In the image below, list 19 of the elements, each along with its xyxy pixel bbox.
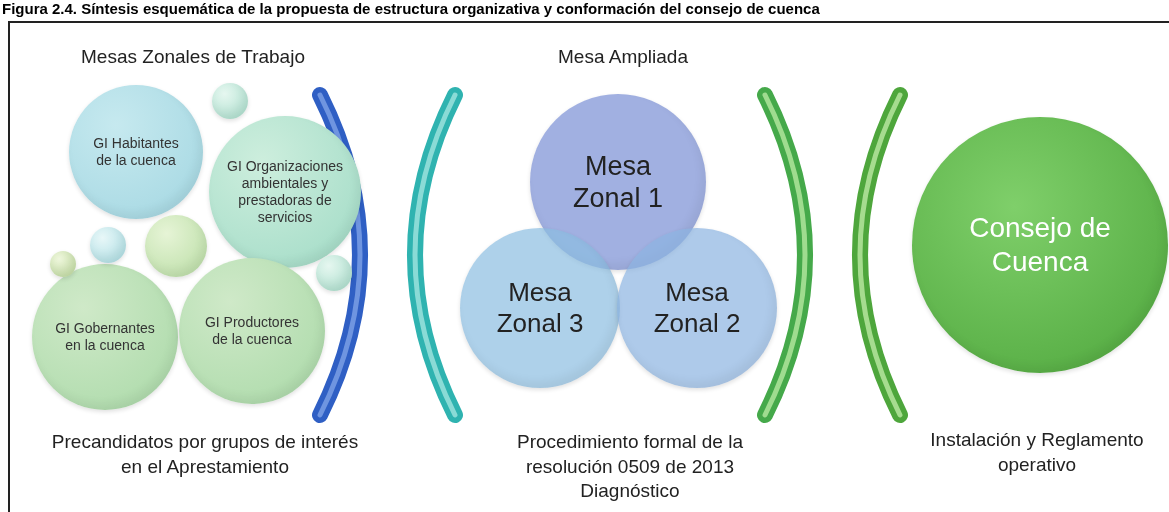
bubble-circle (145, 215, 207, 277)
group-circle: Consejo de Cuenca (912, 117, 1168, 373)
figure-title: Figura 2.4. Síntesis esquemática de la propuesta de estructura organizativa y conformación del consejo de cuenca (2, 0, 820, 17)
bubble-circle (316, 255, 352, 291)
stage-caption: Instalación y Reglamento operativo (929, 428, 1145, 477)
stage-caption: Diagnóstico (579, 479, 681, 503)
bubble-circle (212, 83, 248, 119)
group-circle: GI Productores de la cuenca (179, 258, 325, 404)
group-circle: GI Organizaciones ambientales y prestadoras de servicios (209, 116, 361, 268)
group-circle: Mesa Zonal 3 (460, 228, 620, 388)
group-circle: GI Gobernantes en la cuenca (32, 264, 178, 410)
stage-caption: Procedimiento formal de la resolución 0509 de 2013 (516, 430, 744, 479)
group-circle: GI Habitantes de la cuenca (69, 85, 203, 219)
bubble-circle (50, 251, 76, 277)
section-heading: Mesas Zonales de Trabajo (80, 45, 306, 69)
stage-caption: Precandidatos por grupos de interés en el Aprestamiento (50, 430, 360, 479)
section-heading: Mesa Ampliada (557, 45, 689, 69)
bubble-circle (90, 227, 126, 263)
group-circle: Mesa Zonal 2 (617, 228, 777, 388)
